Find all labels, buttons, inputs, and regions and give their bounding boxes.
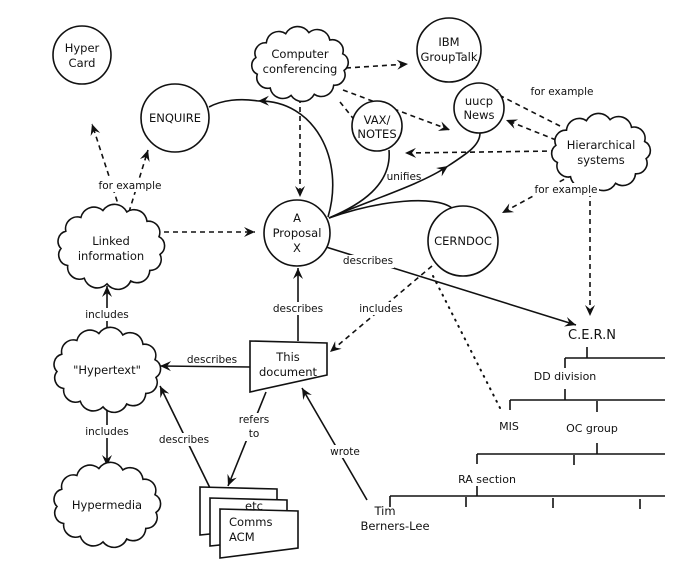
edge-hierarchical-to-uucp (505, 119, 557, 141)
page-front (219, 508, 299, 559)
label-describes-hypertext: describes (187, 354, 237, 366)
edge-uucp-link (447, 132, 481, 167)
edge-proposal-to-enquire (257, 95, 334, 218)
node-cerndoc: CERNDOC (427, 205, 499, 277)
node-hypertext: "Hypertext" (53, 326, 162, 414)
node-enquire: ENQUIRE (140, 83, 210, 153)
edge-hierarchical-to-ibm (486, 88, 561, 127)
label-for-example-ibm: for example (531, 86, 594, 98)
label-wrote: wrote (330, 446, 360, 458)
org-dd-division: DD division (534, 370, 597, 383)
edge-linked-to-enquire (128, 149, 150, 213)
edge-labels: for example for example for example unif… (84, 86, 599, 458)
svg-text:ENQUIRE: ENQUIRE (149, 111, 201, 125)
org-chart: C.E.R.N DD division MIS OC group RA sect… (389, 328, 665, 509)
org-oc-group: OC group (566, 422, 618, 435)
edge-enquire-link (208, 98, 259, 108)
label-describes-cern: describes (343, 255, 393, 267)
label-includes-cerndoc: includes (359, 303, 403, 315)
edge-tim-to-document (301, 387, 368, 501)
edge-linked-to-hypercard (90, 123, 121, 211)
label-describes-proposal: describes (273, 303, 323, 315)
node-vax-notes: VAX/NOTES (351, 100, 403, 152)
cloud-shape (550, 112, 652, 192)
svg-text:CERNDOC: CERNDOC (434, 234, 492, 248)
label-includes-linked: includes (85, 309, 129, 321)
svg-text:Hypermedia: Hypermedia (72, 498, 142, 512)
org-cern: C.E.R.N (568, 328, 616, 343)
edge-document-to-hypertext (159, 361, 251, 372)
cloud-shape (53, 461, 162, 549)
label-for-example-cerndoc: for example (535, 184, 598, 196)
svg-text:VAX/NOTES: VAX/NOTES (357, 113, 396, 141)
edge-proposal-to-cerndoc (328, 199, 453, 219)
svg-text:"Hypertext": "Hypertext" (73, 363, 141, 377)
cloud-shape (250, 25, 350, 103)
edge-conferencing-to-ibm (345, 59, 409, 70)
node-hypermedia: Hypermedia (53, 461, 162, 549)
edge-vax-unifies (328, 149, 390, 219)
org-ra-section: RA section (458, 473, 516, 486)
edge-cerndoc-to-mis (432, 275, 501, 409)
label-unifies: unifies (387, 171, 422, 183)
edge-hierarchical-to-vax (404, 147, 557, 158)
label-includes-hypermedia: includes (85, 426, 129, 438)
edge-conferencing-to-vax (339, 101, 365, 133)
label-describes-comms: describes (159, 434, 209, 446)
cloud-shape (57, 203, 166, 291)
edge-proposal-to-uucp (328, 165, 449, 219)
label-for-example-linked: for example (99, 180, 162, 192)
org-mis: MIS (499, 420, 519, 433)
cloud-shape (53, 326, 162, 414)
